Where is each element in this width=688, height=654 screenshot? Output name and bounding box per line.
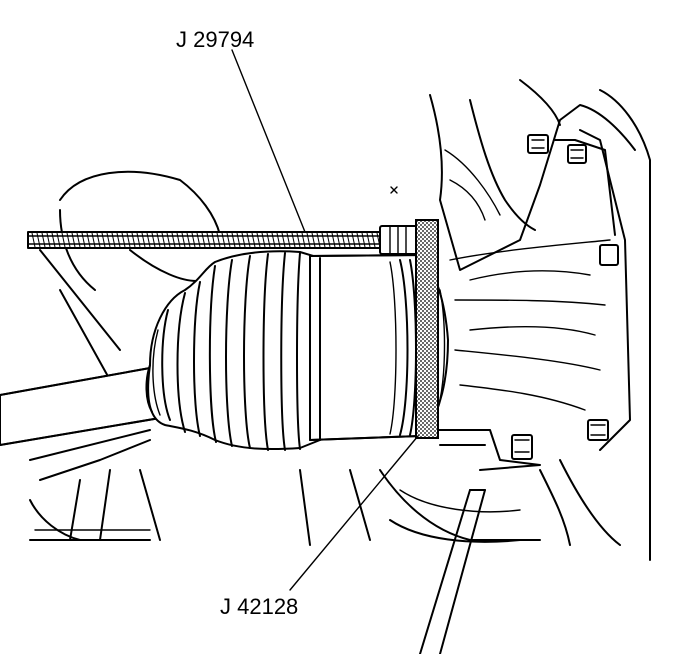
thread-mark (36, 232, 41, 248)
thread-mark (261, 232, 266, 248)
thread-mark (366, 232, 371, 248)
knuckle-bolts (511, 134, 619, 460)
thread-mark (346, 232, 351, 248)
thread-mark (306, 232, 311, 248)
thread-mark (271, 232, 276, 248)
thread-mark (331, 232, 336, 248)
thread-mark (81, 232, 86, 248)
thread-mark (131, 232, 136, 248)
cv-boot (145, 250, 321, 451)
thread-mark (171, 232, 176, 248)
thread-mark (341, 232, 346, 248)
leader-rod (231, 49, 306, 233)
thread-mark (226, 232, 231, 248)
thread-mark (181, 232, 186, 248)
thread-mark (216, 232, 221, 248)
thread-mark (211, 232, 216, 248)
thread-mark (116, 232, 121, 248)
thread-mark (41, 232, 46, 248)
bolt-mid-right (599, 244, 619, 266)
thread-mark (236, 232, 241, 248)
thread-mark (356, 232, 361, 248)
reference-mark (390, 186, 398, 194)
thread-mark (101, 232, 106, 248)
thread-mark (136, 232, 141, 248)
thread-mark (196, 232, 201, 248)
thread-mark (351, 232, 356, 248)
thread-mark (91, 232, 96, 248)
thread-mark (326, 232, 331, 248)
thread-mark (281, 232, 286, 248)
rod-thread-pattern (31, 232, 381, 248)
lower-bracket (419, 429, 541, 654)
thread-mark (121, 232, 126, 248)
thread-mark (126, 232, 131, 248)
bolt-upper-left (527, 134, 549, 154)
puller-plate (415, 219, 439, 439)
thread-mark (56, 232, 61, 248)
thread-mark (46, 232, 51, 248)
thread-mark (141, 232, 146, 248)
thread-mark (186, 232, 191, 248)
thread-mark (231, 232, 236, 248)
leader-lines (231, 49, 419, 591)
thread-mark (146, 232, 151, 248)
bolt-lower-left (511, 434, 533, 460)
bolt-lower-right (587, 419, 609, 441)
thread-mark (311, 232, 316, 248)
thread-mark (361, 232, 366, 248)
thread-mark (191, 232, 196, 248)
thread-mark (276, 232, 281, 248)
thread-mark (61, 232, 66, 248)
thread-mark (321, 232, 326, 248)
thread-mark (51, 232, 56, 248)
thread-mark (106, 232, 111, 248)
callout-label-plate: J 42128 (220, 594, 298, 619)
thread-mark (316, 232, 321, 248)
thread-mark (176, 232, 181, 248)
thread-mark (71, 232, 76, 248)
thread-mark (96, 232, 101, 248)
bolt-upper-right (567, 144, 587, 164)
thread-mark (256, 232, 261, 248)
thread-mark (286, 232, 291, 248)
thread-mark (371, 232, 376, 248)
thread-mark (66, 232, 71, 248)
thread-mark (301, 232, 306, 248)
thread-mark (151, 232, 156, 248)
thread-mark (296, 232, 301, 248)
thread-mark (336, 232, 341, 248)
callout-label-rod: J 29794 (176, 27, 254, 52)
leader-plate (289, 435, 419, 591)
thread-mark (161, 232, 166, 248)
thread-mark (241, 232, 246, 248)
thread-mark (221, 232, 226, 248)
thread-mark (291, 232, 296, 248)
rod-nut (379, 225, 419, 255)
steering-knuckle (299, 79, 651, 561)
thread-mark (201, 232, 206, 248)
drive-shaft (0, 367, 161, 446)
thread-mark (86, 232, 91, 248)
thread-mark (206, 232, 211, 248)
thread-mark (31, 232, 36, 248)
thread-mark (156, 232, 161, 248)
threaded-rod (27, 225, 419, 255)
thread-mark (76, 232, 81, 248)
thread-mark (111, 232, 116, 248)
thread-mark (251, 232, 256, 248)
thread-mark (246, 232, 251, 248)
thread-mark (166, 232, 171, 248)
thread-mark (266, 232, 271, 248)
